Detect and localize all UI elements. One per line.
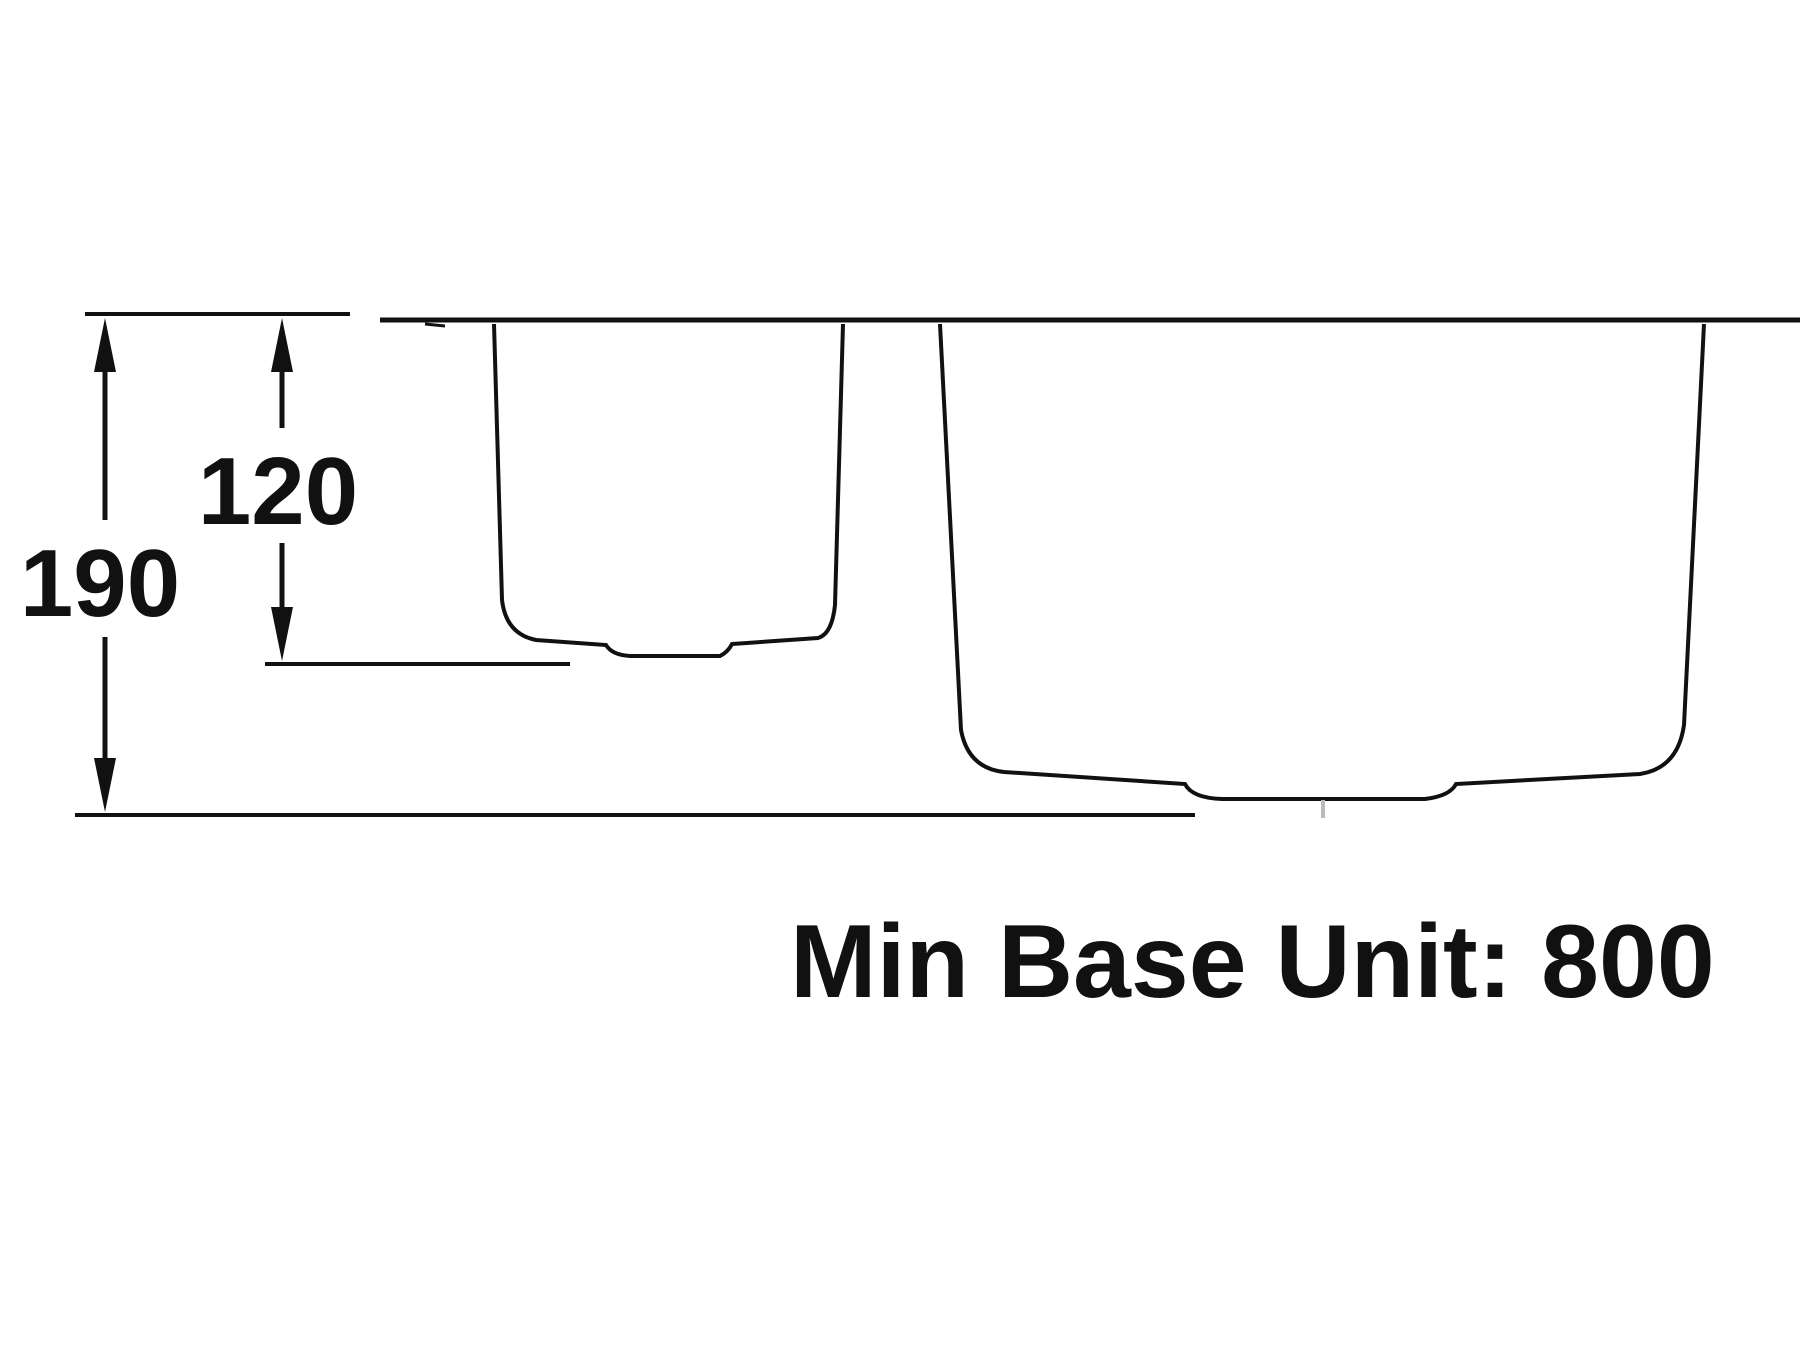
small-bowl-depth-arrow-down (271, 607, 293, 661)
small-bowl-depth-arrow-up (271, 318, 293, 372)
min-base-unit-caption: Min Base Unit: 800 (790, 904, 1715, 1020)
rim-mark (424, 322, 446, 328)
overall-depth-arrow-up (94, 318, 116, 372)
large-bowl-outline (938, 323, 1706, 801)
small-bowl-depth-label: 120 (198, 438, 358, 545)
small-bowl-outline (492, 323, 845, 658)
overall-depth-label: 190 (20, 530, 180, 637)
overall-depth-arrow-down (94, 758, 116, 812)
